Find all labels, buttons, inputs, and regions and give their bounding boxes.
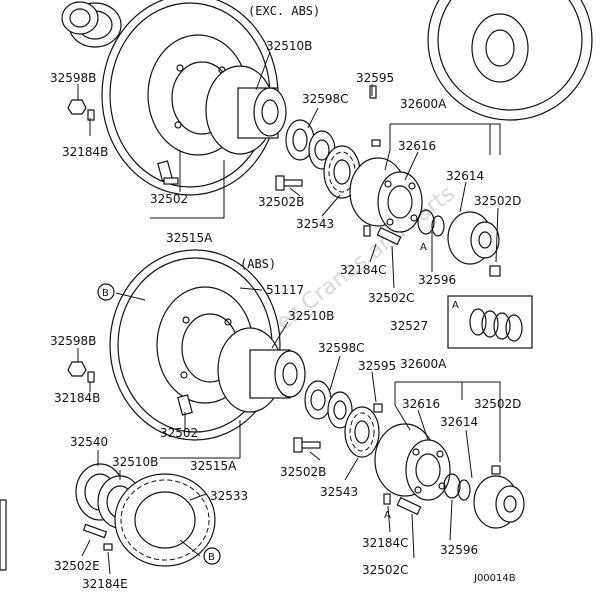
label-upper-32515A: 32515A xyxy=(166,231,213,245)
label-lower-32616: 32616 xyxy=(402,397,440,411)
upper-freewheel-hub xyxy=(349,157,423,233)
label-upper-32614: 32614 xyxy=(446,169,484,183)
upper-right-partial-disc xyxy=(427,0,593,121)
label-upper-32616: 32616 xyxy=(398,139,436,153)
lower-cap-assembly xyxy=(443,473,525,529)
lower-lock-washer xyxy=(344,406,380,458)
label-upper-32598C: 32598C xyxy=(302,92,349,106)
label-upper-32543: 32543 xyxy=(296,217,334,231)
label-lower-51117: 51117 xyxy=(266,283,304,297)
label-lower-32510B: 32510B xyxy=(288,309,334,323)
label-upper-32502D: 32502D xyxy=(474,194,521,208)
label-lower-32184B: 32184B xyxy=(54,391,100,405)
upper-cap-assembly xyxy=(417,209,500,265)
callout-a-kit: A xyxy=(452,300,459,311)
label-upper-32502C: 32502C xyxy=(368,291,415,305)
label-lower-32540: 32540 xyxy=(70,435,108,449)
lower-leader-lines xyxy=(77,287,501,575)
svg-text:B: B xyxy=(102,288,109,299)
label-lower-32595: 32595 xyxy=(358,359,396,373)
label-upper-32596: 32596 xyxy=(418,273,456,287)
callout-b-lower: B xyxy=(203,547,221,565)
snap-ring-kit-box xyxy=(447,295,533,349)
lower-hub xyxy=(217,327,306,413)
label-lower-32502: 32502 xyxy=(160,426,198,440)
label-lower-32502C: 32502C xyxy=(362,563,409,577)
lower-bearing xyxy=(304,380,353,429)
label-lower-32502D: 32502D xyxy=(474,397,521,411)
upper-seal-ring xyxy=(61,1,122,48)
label-lower-32598B: 32598B xyxy=(50,334,96,348)
label-upper-32595: 32595 xyxy=(356,71,394,85)
lower-freewheel-hub xyxy=(374,423,451,501)
lower-bolts xyxy=(67,361,501,551)
label-upper-32184B: 32184B xyxy=(62,145,108,159)
label-upper-32184C: 32184C xyxy=(340,263,387,277)
label-upper-32502: 32502 xyxy=(150,192,188,206)
label-upper-32600A: 32600A xyxy=(400,97,447,111)
callout-b-upper: B xyxy=(97,283,115,301)
upper-bolts xyxy=(67,85,501,277)
header-abs: (ABS) xyxy=(240,257,276,271)
label-lower-32502E: 32502E xyxy=(54,559,100,573)
label-lower-32598C: 32598C xyxy=(318,341,365,355)
figure-code: J00014B xyxy=(473,573,516,584)
label-lower-32184C: 32184C xyxy=(362,536,409,550)
callout-a-upper: A xyxy=(420,242,427,253)
label-lower-32184E: 32184E xyxy=(82,577,128,591)
label-lower-32600A: 32600A xyxy=(400,357,447,371)
label-lower-32543: 32543 xyxy=(320,485,358,499)
callout-a-lower: A xyxy=(384,510,391,521)
frame-edge xyxy=(0,499,7,571)
label-lower-32533: 32533 xyxy=(210,489,248,503)
label-upper-32598B: 32598B xyxy=(50,71,96,85)
label-upper-32502B: 32502B xyxy=(258,195,304,209)
svg-text:B: B xyxy=(208,552,215,563)
label-lower-32502B: 32502B xyxy=(280,465,326,479)
upper-leader-lines xyxy=(77,51,501,289)
label-lower-32614: 32614 xyxy=(440,415,478,429)
header-exc-abs: (EXC. ABS) xyxy=(248,4,320,18)
lower-abs-ring xyxy=(75,463,216,567)
label-lower-32510B-2: 32510B xyxy=(112,455,158,469)
label-lower-32527: 32527 xyxy=(390,319,428,333)
label-lower-32515A: 32515A xyxy=(190,459,237,473)
label-lower-32596: 32596 xyxy=(440,543,478,557)
label-upper-32510B: 32510B xyxy=(266,39,312,53)
